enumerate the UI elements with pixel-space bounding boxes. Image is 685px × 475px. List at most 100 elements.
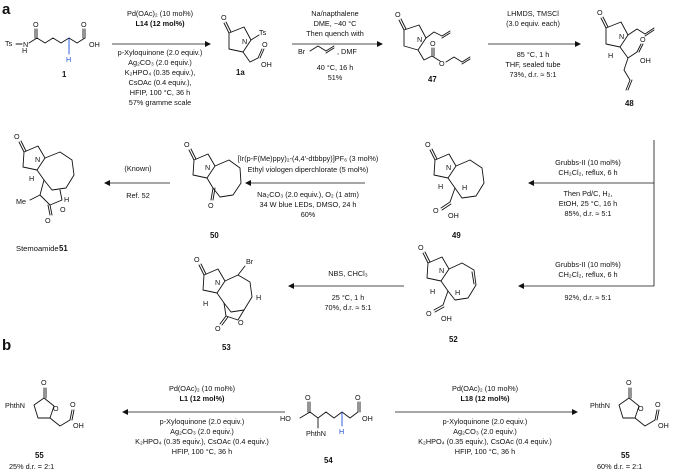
- svg-text:OH: OH: [448, 211, 459, 220]
- svg-text:Ag₂CO₃ (2.0 equiv.): Ag₂CO₃ (2.0 equiv.): [453, 427, 517, 436]
- svg-text:H: H: [64, 195, 69, 204]
- structure-compound-1a: O N Ts O OH 1a: [221, 13, 272, 77]
- svg-text:N: N: [417, 35, 422, 44]
- atom-label: Ts: [5, 39, 13, 48]
- arrowhead: [122, 409, 128, 415]
- compound-number-52: 52: [449, 335, 458, 344]
- svg-text:O: O: [395, 10, 401, 19]
- svg-text:Ethyl viologen diperchlorate (: Ethyl viologen diperchlorate (5 mol%): [248, 165, 369, 174]
- svg-text:[Ir(p-F(Me)ppy)₂-(4,4′-dtbbpy): [Ir(p-F(Me)ppy)₂-(4,4′-dtbbpy)]PF₆ (3 mo…: [238, 154, 379, 163]
- svg-text:L18 (12 mol%): L18 (12 mol%): [460, 394, 510, 403]
- svg-text:PhthN: PhthN: [590, 401, 610, 410]
- compound-name-stemoamide: Stemoamide: [16, 244, 59, 253]
- svg-text:HFIP, 100 °C, 36 h: HFIP, 100 °C, 36 h: [172, 447, 232, 456]
- compound-number-54: 54: [324, 456, 333, 465]
- conditions-step-6: (Known) Ref. 52: [124, 164, 151, 200]
- svg-text:H: H: [462, 183, 467, 192]
- svg-text:O: O: [14, 132, 20, 141]
- atom-label: O: [33, 20, 39, 29]
- svg-text:N: N: [242, 37, 247, 46]
- svg-text:OH: OH: [640, 56, 651, 65]
- svg-text:L1 (12 mol%): L1 (12 mol%): [179, 394, 225, 403]
- svg-text:O: O: [305, 393, 311, 402]
- svg-text:K₂HPO₄ (0.35 equiv.),: K₂HPO₄ (0.35 equiv.),: [125, 68, 196, 77]
- svg-text:57% gramme scale: 57% gramme scale: [129, 98, 191, 107]
- svg-text:H: H: [256, 293, 261, 302]
- svg-text:NBS, CHCl₃: NBS, CHCl₃: [328, 269, 367, 278]
- svg-text:Na₂CO₃ (2.0 equiv.), O₂ (1 atm: Na₂CO₃ (2.0 equiv.), O₂ (1 atm): [257, 190, 359, 199]
- svg-text:CH₂Cl₂, reflux, 6 h: CH₂Cl₂, reflux, 6 h: [558, 168, 617, 177]
- svg-text:Grubbs-II (10 mol%): Grubbs-II (10 mol%): [555, 260, 621, 269]
- svg-text:Me: Me: [16, 197, 26, 206]
- arrowhead: [205, 41, 211, 47]
- svg-text:Na/napthalene: Na/napthalene: [311, 9, 358, 18]
- structure-compound-47: O N O O 47: [395, 10, 471, 84]
- svg-text:LHMDS, TMSCl: LHMDS, TMSCl: [507, 9, 559, 18]
- compound-number-47: 47: [428, 75, 437, 84]
- svg-text:(Known): (Known): [124, 164, 151, 173]
- svg-text:(3.0 equiv. each): (3.0 equiv. each): [506, 19, 560, 28]
- svg-text:O: O: [53, 404, 59, 413]
- svg-text:O: O: [208, 201, 214, 210]
- structure-compound-48: O N H O OH 48: [597, 8, 655, 108]
- svg-text:Then quench with: Then quench with: [306, 29, 364, 38]
- compound-number-55-left: 55: [35, 451, 44, 460]
- svg-text:N: N: [205, 163, 210, 172]
- svg-text:73%, d.r. ≈ 5:1: 73%, d.r. ≈ 5:1: [509, 70, 556, 79]
- svg-text:p-Xyloquinone (2.0 equiv.): p-Xyloquinone (2.0 equiv.): [160, 417, 245, 426]
- svg-text:PhthN: PhthN: [306, 429, 326, 438]
- svg-text:Ref. 52: Ref. 52: [126, 191, 150, 200]
- svg-text:H: H: [29, 174, 34, 183]
- compound-number-55-right: 55: [621, 451, 630, 460]
- svg-text:Br: Br: [298, 47, 306, 56]
- svg-text:O: O: [418, 243, 424, 252]
- svg-text:O: O: [430, 39, 436, 48]
- compound-number-49: 49: [452, 231, 461, 240]
- svg-text:51%: 51%: [328, 73, 343, 82]
- conditions-step-1: Pd(OAc)₂ (10 mol%) L14 (12 mol%) p-Xyloq…: [118, 9, 203, 107]
- svg-text:O: O: [215, 324, 221, 333]
- svg-text:O: O: [626, 378, 632, 387]
- svg-text:Ag₂CO₃ (2.0 equiv.): Ag₂CO₃ (2.0 equiv.): [128, 58, 192, 67]
- svg-text:OH: OH: [362, 414, 373, 423]
- svg-text:CH₂Cl₂, reflux, 6 h: CH₂Cl₂, reflux, 6 h: [558, 270, 617, 279]
- conditions-step-2: Na/napthalene DME, −40 °C Then quench wi…: [298, 9, 364, 82]
- svg-text:H: H: [438, 182, 443, 191]
- structure-compound-53: O N Br H H O O 53: [194, 255, 261, 352]
- panel-b-label-text: b: [2, 337, 11, 354]
- svg-text:DME, −40 °C: DME, −40 °C: [314, 19, 357, 28]
- structure-compound-52: O N H H O OH 52: [418, 243, 477, 344]
- svg-text:92%, d.r. ≈ 5:1: 92%, d.r. ≈ 5:1: [564, 293, 611, 302]
- svg-text:N: N: [35, 155, 40, 164]
- atom-label-blue-h: H: [66, 55, 71, 64]
- svg-text:, DMF: , DMF: [337, 47, 357, 56]
- svg-text:Br: Br: [246, 257, 254, 266]
- svg-text:H: H: [608, 51, 613, 60]
- svg-text:O: O: [221, 13, 227, 22]
- arrowhead: [518, 283, 524, 289]
- svg-text:Pd(OAc)₂ (10 mol%): Pd(OAc)₂ (10 mol%): [452, 384, 518, 393]
- svg-text:O: O: [426, 309, 432, 318]
- atom-label: OH: [89, 40, 100, 49]
- svg-text:Ag₂CO₃ (2.0 equiv.): Ag₂CO₃ (2.0 equiv.): [170, 427, 234, 436]
- svg-text:OH: OH: [261, 60, 272, 69]
- svg-text:N: N: [215, 278, 220, 287]
- svg-text:O: O: [70, 400, 76, 409]
- svg-text:p-Xyloquinone (2.0 equiv.): p-Xyloquinone (2.0 equiv.): [443, 417, 528, 426]
- atom-ho: HO: [280, 414, 291, 423]
- structure-compound-55-left: PhthN O O O OH 55: [5, 378, 84, 460]
- svg-text:EtOH, 25 °C, 16 h: EtOH, 25 °C, 16 h: [559, 199, 617, 208]
- structure-compound-50: O N O 50: [184, 140, 242, 240]
- svg-text:O: O: [655, 400, 661, 409]
- svg-text:60%: 60%: [301, 210, 316, 219]
- conditions-step-3: LHMDS, TMSCl (3.0 equiv. each) 85 °C, 1 …: [505, 9, 560, 79]
- svg-text:85 °C, 1 h: 85 °C, 1 h: [517, 50, 550, 59]
- svg-text:O: O: [184, 140, 190, 149]
- svg-text:O: O: [640, 35, 646, 44]
- structure-compound-55-right: PhthN O O O OH 55: [590, 378, 669, 460]
- arrowhead: [572, 409, 578, 415]
- panel-a-label: a: [2, 1, 11, 18]
- arrowhead: [104, 180, 110, 186]
- svg-text:HFIP, 100 °C, 36 h: HFIP, 100 °C, 36 h: [130, 88, 190, 97]
